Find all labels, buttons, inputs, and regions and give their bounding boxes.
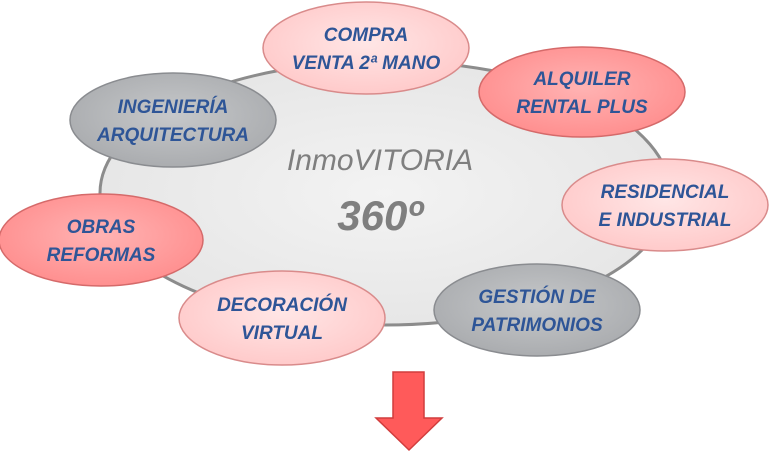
- service-oval-obras: [0, 193, 204, 287]
- service-label-compra-line-2: VENTA 2ª MANO: [292, 53, 441, 74]
- service-label-gestion-line-2: PATRIMONIOS: [471, 315, 603, 336]
- service-oval-residencial: [561, 158, 769, 252]
- service-nodes: COMPRA VENTA 2ª MANO ALQUILER RENTAL PLUS RE…: [0, 1, 769, 366]
- service-node-alquiler: ALQUILER RENTAL PLUS: [478, 46, 686, 138]
- center-subtitle: 360º: [337, 192, 424, 239]
- service-label-obras-line-2: REFORMAS: [47, 245, 156, 266]
- service-node-compra: COMPRA VENTA 2ª MANO: [262, 1, 470, 95]
- service-node-decoracion: DECORACIÓN VIRTUAL: [178, 270, 386, 366]
- service-label-gestion-line-1: GESTIÓN DE: [478, 286, 597, 308]
- down-arrow-icon: [374, 371, 444, 452]
- service-oval-alquiler: [478, 46, 686, 138]
- service-label-ingenieria-line-1: INGENIERÍA: [118, 96, 229, 118]
- service-node-ingenieria: INGENIERÍA ARQUITECTURA: [69, 72, 277, 168]
- service-oval-ingenieria: [69, 72, 277, 168]
- service-oval-decoracion: [178, 270, 386, 366]
- service-label-residencial-line-1: RESIDENCIAL: [601, 182, 730, 203]
- service-label-alquiler-line-1: ALQUILER: [532, 69, 630, 90]
- service-node-obras: OBRAS REFORMAS: [0, 193, 204, 287]
- service-node-residencial: RESIDENCIAL E INDUSTRIAL: [561, 158, 769, 252]
- service-label-residencial-line-2: E INDUSTRIAL: [599, 210, 732, 231]
- service-label-ingenieria-line-2: ARQUITECTURA: [96, 125, 249, 146]
- service-label-decoracion-line-1: DECORACIÓN: [217, 294, 348, 316]
- service-oval-compra: [262, 1, 470, 95]
- center-title: InmoVITORIA: [287, 144, 473, 177]
- service-label-compra-line-1: COMPRA: [324, 25, 408, 46]
- service-label-alquiler-line-2: RENTAL PLUS: [516, 97, 648, 118]
- service-label-obras-line-1: OBRAS: [67, 217, 136, 238]
- service-node-gestion: GESTIÓN DE PATRIMONIOS: [433, 263, 641, 357]
- service-label-decoracion-line-2: VIRTUAL: [241, 323, 323, 344]
- service-oval-gestion: [433, 263, 641, 357]
